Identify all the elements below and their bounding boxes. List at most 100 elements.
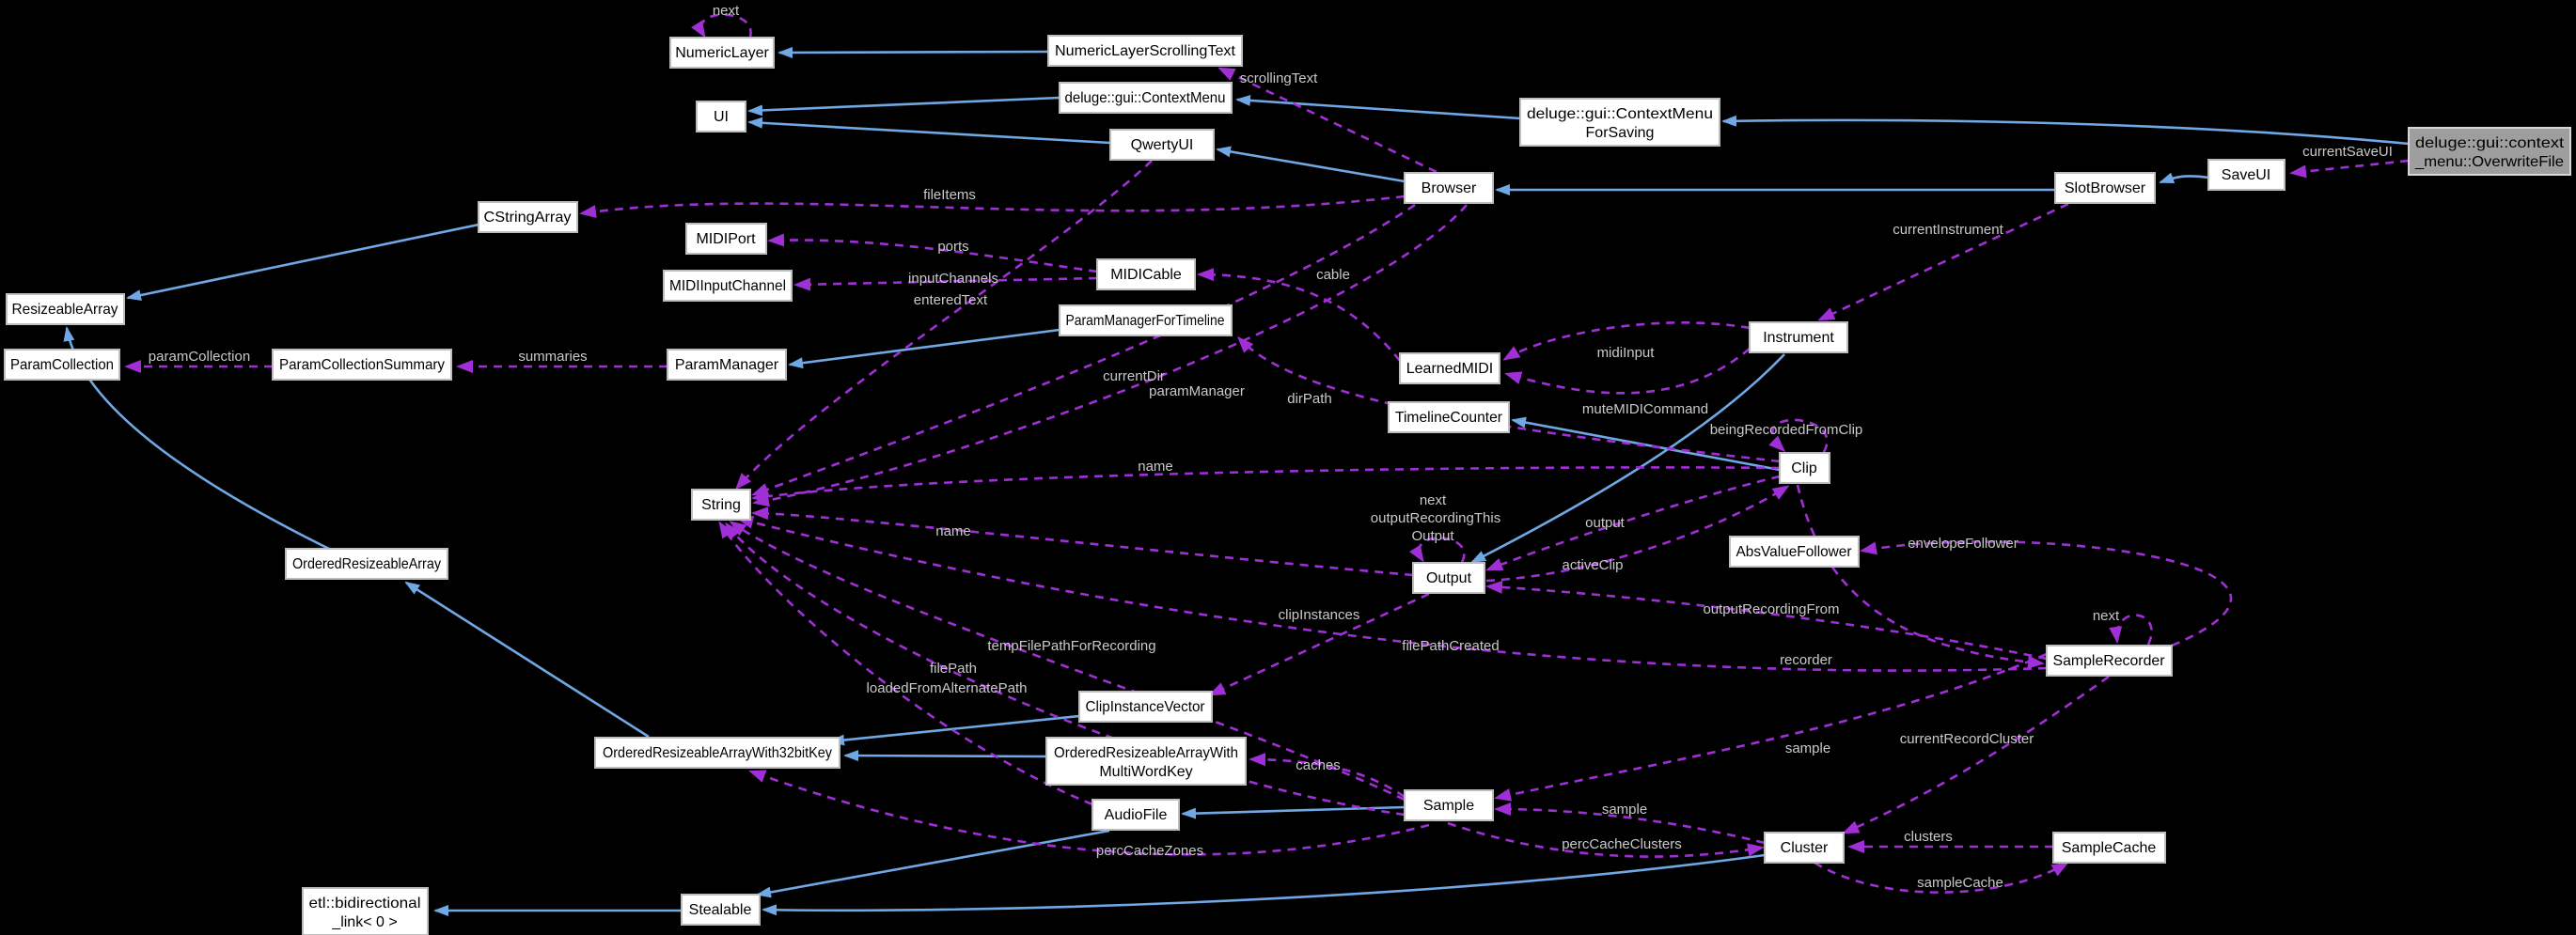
edge-usage-numericlayer-next <box>691 13 752 39</box>
edge-usage-midiinput <box>1502 321 1751 361</box>
svg-text:Clip: Clip <box>1791 460 1817 476</box>
node-overwritefile[interactable]: deluge::gui::context_menu::OverwriteFile <box>2408 127 2571 176</box>
node-midiinputchannel[interactable]: MIDIInputChannel <box>663 270 793 302</box>
edge-usage-currentsaveui <box>2289 159 2410 179</box>
svg-text:MIDIPort: MIDIPort <box>696 231 756 247</box>
edge-inherit-cstringarray-resizeablearray <box>126 223 479 302</box>
edge-usage-outputrecordingfrom <box>1485 580 2048 661</box>
node-saveui[interactable]: SaveUI <box>2207 159 2285 191</box>
edge-inherit-instrument-output <box>1470 353 1785 564</box>
node-ui[interactable]: UI <box>696 101 746 132</box>
svg-text:Browser: Browser <box>1422 180 1477 196</box>
svg-text:ParamCollectionSummary: ParamCollectionSummary <box>279 357 445 373</box>
node-orderedresizeablearray[interactable]: OrderedResizeableArray <box>285 548 448 580</box>
node-parammanagerfortimeline[interactable]: ParamManagerForTimeline <box>1059 304 1233 336</box>
svg-text:_link< 0 >: _link< 0 > <box>331 914 397 930</box>
node-numericlayerscrollingtext[interactable]: NumericLayerScrollingText <box>1047 35 1243 67</box>
edge-label-fileitems: fileItems <box>923 187 976 203</box>
edge-usage-perccachezones <box>748 770 1430 856</box>
edge-label-clusters: clusters <box>1904 829 1953 845</box>
node-instrument[interactable]: Instrument <box>1749 321 1848 353</box>
node-paramcollection[interactable]: ParamCollection <box>4 349 120 381</box>
edge-usage-parammanager <box>1236 335 1781 463</box>
edge-label-perccachezones: percCacheZones <box>1096 843 1203 859</box>
edge-inherit-civ-ora32 <box>829 714 1080 746</box>
svg-text:TimelineCounter: TimelineCounter <box>1395 410 1503 426</box>
node-string[interactable]: String <box>691 489 751 521</box>
edge-usage-enteredtext <box>735 160 1153 491</box>
node-cstringarray[interactable]: CStringArray <box>478 201 578 233</box>
node-timelinecounter[interactable]: TimelineCounter <box>1388 401 1510 433</box>
edge-label-envelopefollower: envelopeFollower <box>1908 536 2018 552</box>
svg-text:MIDIInputChannel: MIDIInputChannel <box>669 278 786 294</box>
node-qwertyui[interactable]: QwertyUI <box>1109 129 1215 161</box>
svg-text:deluge::gui::ContextMenu: deluge::gui::ContextMenu <box>1527 106 1713 122</box>
edge-usage-mutemidicommand <box>1504 348 1751 395</box>
svg-text:AudioFile: AudioFile <box>1105 807 1168 823</box>
edge-usage-filepath <box>718 521 1093 806</box>
node-samplerecorder[interactable]: SampleRecorder <box>2046 645 2173 677</box>
edge-label-clipinstances: clipInstances <box>1279 607 1360 623</box>
edge-label-perccacheclusters: percCacheClusters <box>1562 836 1682 852</box>
svg-text:Cluster: Cluster <box>1781 840 1829 856</box>
svg-text:ParamManager: ParamManager <box>675 357 779 373</box>
node-learnedmidi[interactable]: LearnedMIDI <box>1399 352 1500 384</box>
node-slotbrowser[interactable]: SlotBrowser <box>2054 172 2156 204</box>
edge-inherit-saveui-slotbrowser <box>2159 172 2209 184</box>
edge-label-currentsaveui: currentSaveUI <box>2302 144 2393 160</box>
edge-usage-perccacheclusters <box>1447 821 1765 858</box>
node-cluster[interactable]: Cluster <box>1764 832 1845 864</box>
edge-usage-filepathcreated <box>736 515 2048 672</box>
edge-usage-dirpath <box>752 204 1468 507</box>
edge-usage-output-next-loop <box>1409 537 1466 563</box>
edge-label-scrollingtext: scrollingText <box>1240 70 1318 86</box>
node-output[interactable]: Output <box>1412 562 1485 594</box>
node-clip[interactable]: Clip <box>1779 452 1830 484</box>
edge-usage-sample-from-cluster <box>1494 803 1766 845</box>
svg-text:AbsValueFollower: AbsValueFollower <box>1736 544 1853 560</box>
edge-label-currentrecordcluster: currentRecordCluster <box>1900 731 2034 747</box>
node-resizeablearray[interactable]: ResizeableArray <box>6 293 125 325</box>
node-sample[interactable]: Sample <box>1404 789 1494 821</box>
svg-text:_menu::OverwriteFile: _menu::OverwriteFile <box>2414 154 2564 170</box>
node-midicable[interactable]: MIDICable <box>1096 258 1196 290</box>
svg-text:ParamManagerForTimeline: ParamManagerForTimeline <box>1066 313 1225 329</box>
edge-usage-activeclip <box>1485 485 1790 583</box>
edge-usage-samplerecorder-next-loop <box>2109 614 2153 646</box>
edge-usage-clipinstances <box>1208 592 1430 696</box>
edge-usage-currentrecordcluster <box>1842 675 2110 834</box>
svg-text:OrderedResizeableArrayWith: OrderedResizeableArrayWith <box>1054 745 1238 761</box>
node-midiport[interactable]: MIDIPort <box>685 223 767 255</box>
edge-inherit-overwritefile-cmfs <box>1721 115 2410 146</box>
node-samplecache[interactable]: SampleCache <box>2052 832 2166 864</box>
node-clipinstancevector[interactable]: ClipInstanceVector <box>1078 691 1213 723</box>
edge-usage-currentinstrument <box>1817 202 2069 321</box>
node-etl-bidirectional-link[interactable]: etl::bidirectional_link< 0 > <box>302 887 429 935</box>
edge-label-paramcollection: paramCollection <box>149 349 250 365</box>
svg-text:etl::bidirectional: etl::bidirectional <box>309 896 421 912</box>
edge-label-ports: ports <box>937 239 968 255</box>
edge-label-currentinstrument: currentInstrument <box>1893 222 2003 238</box>
edge-inherit-clip-timelinecounter <box>1511 416 1781 472</box>
node-contextmenu[interactable]: deluge::gui::ContextMenu <box>1059 82 1233 114</box>
node-parammanager[interactable]: ParamManager <box>667 349 787 381</box>
node-browser[interactable]: Browser <box>1404 172 1494 204</box>
node-orderedresizeablearraywith32bitkey[interactable]: OrderedResizeableArrayWith32bitKey <box>594 737 840 769</box>
node-absvaluefollower[interactable]: AbsValueFollower <box>1729 536 1860 568</box>
node-numericlayer[interactable]: NumericLayer <box>669 37 775 69</box>
edge-label-filepathcreated: filePathCreated <box>1402 638 1499 654</box>
svg-text:Output: Output <box>1426 570 1472 586</box>
svg-text:ParamCollection: ParamCollection <box>10 357 114 373</box>
svg-text:ClipInstanceVector: ClipInstanceVector <box>1086 699 1206 715</box>
edge-inherit-nlst-numericlayer <box>778 46 1049 58</box>
edge-label-name-clip: name <box>1138 459 1173 475</box>
svg-text:SlotBrowser: SlotBrowser <box>2065 180 2146 196</box>
node-audiofile[interactable]: AudioFile <box>1092 799 1180 831</box>
edge-label-activeclip: activeClip <box>1562 557 1623 573</box>
node-paramcollectionsummary[interactable]: ParamCollectionSummary <box>272 349 452 381</box>
node-stealable[interactable]: Stealable <box>681 894 761 926</box>
